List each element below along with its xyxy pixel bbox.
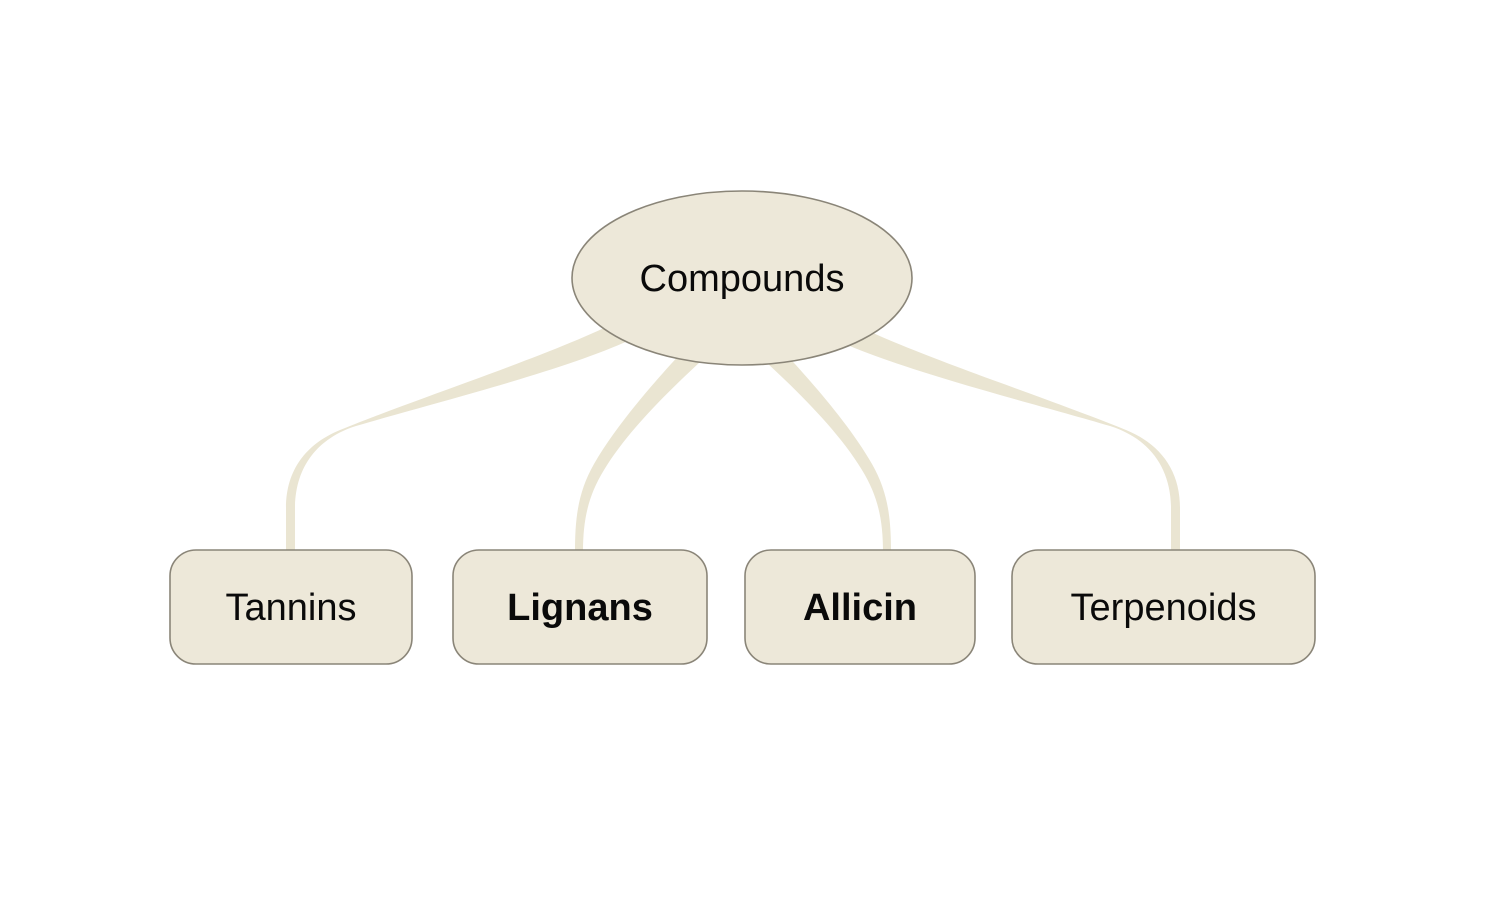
node-compounds-shape xyxy=(571,190,913,366)
node-terpenoids-label: Terpenoids xyxy=(1071,587,1257,629)
node-allicin-shape xyxy=(744,549,976,665)
node-lignans-label: Lignans xyxy=(507,587,653,629)
edge-group xyxy=(286,320,1180,552)
edge-compounds-to-terpenoids xyxy=(836,320,1180,552)
node-terpenoids[interactable]: Terpenoids xyxy=(1011,549,1316,665)
node-tannins-label: Tannins xyxy=(226,587,357,629)
node-allicin-label: Allicin xyxy=(803,587,917,629)
node-lignans[interactable]: Lignans xyxy=(452,549,708,665)
node-allicin[interactable]: Allicin xyxy=(744,549,976,665)
node-tannins[interactable]: Tannins xyxy=(169,549,413,665)
node-compounds-label: Compounds xyxy=(640,258,845,300)
edge-compounds-to-allicin xyxy=(766,352,891,552)
node-lignans-shape xyxy=(452,549,708,665)
node-terpenoids-shape xyxy=(1011,549,1316,665)
edge-compounds-to-lignans xyxy=(575,352,700,552)
node-tannins-shape xyxy=(169,549,413,665)
node-compounds[interactable]: Compounds xyxy=(571,190,913,366)
edge-compounds-to-tannins xyxy=(286,320,630,552)
